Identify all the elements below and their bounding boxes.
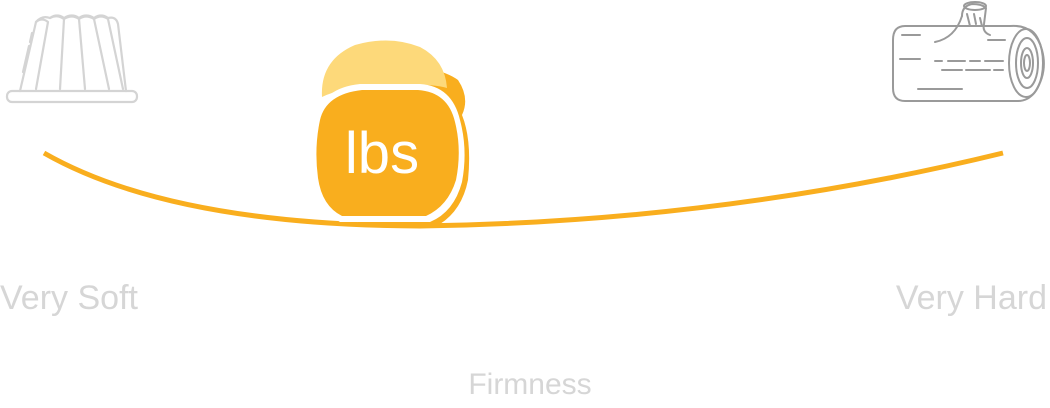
firmness-axis-label: Firmness [468,368,592,401]
firmness-curve [42,150,1004,229]
jelly-mold-icon [5,14,139,104]
weight-icon: lbs [310,40,470,224]
wooden-log-icon [892,1,1045,102]
very-hard-label: Very Hard [895,279,1047,317]
weight-label: lbs [345,121,419,186]
very-soft-label: Very Soft [0,279,138,317]
